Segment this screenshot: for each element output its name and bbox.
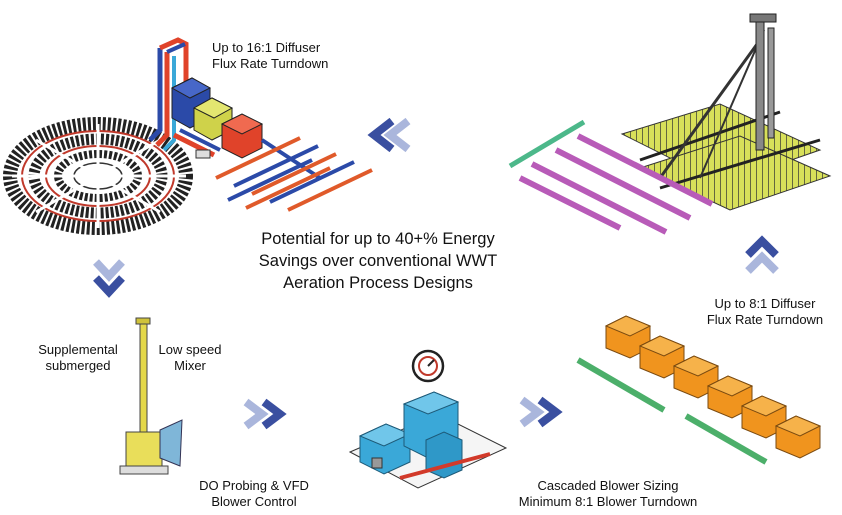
cascade-caption: Cascaded Blower Sizing Minimum 8:1 Blowe… [498,478,718,510]
circular-diffuser-grid [3,117,193,235]
top-diffuser-line1: Up to 16:1 Diffuser [212,40,321,55]
cascaded-blowers [576,315,822,465]
purple-diffuser-laterals [508,119,714,235]
supplemental-line2: submerged [45,358,111,373]
mixer-line2: Mixer [174,358,206,373]
chevron-left-icon [367,117,411,153]
chevron-up-icon [745,235,779,274]
do-line2: Blower Control [211,494,297,509]
blower-boxes [170,77,264,159]
do-probing-caption: DO Probing & VFD Blower Control [194,478,314,510]
chevron-right-icon [519,396,563,428]
cascade-line2: Minimum 8:1 Blower Turndown [518,494,698,509]
supplemental-line1: Supplemental [38,342,118,357]
riser-piping [148,37,221,159]
manifold-pipes [215,136,373,212]
energy-savings-caption: Potential for up to 40+% Energy Savings … [228,228,528,294]
do-line1: DO Probing & VFD [199,478,309,493]
top-diffuser-line2: Flux Rate Turndown [212,56,329,71]
supplemental-caption: Supplemental submerged [24,342,132,374]
blower-station [348,391,508,489]
right-diffuser-line1: Up to 8:1 Diffuser [714,296,816,311]
cascade-line1: Cascaded Blower Sizing [537,478,679,493]
right-diffuser-line2: Flux Rate Turndown [706,312,824,327]
center-line3: Aeration Process Designs [283,274,473,292]
center-line1: Potential for up to 40+% Energy [261,230,495,248]
chevron-down-icon [93,259,125,298]
gauge-icon [411,349,445,383]
center-line2: Savings over conventional WWT [258,252,498,270]
mixer-caption: Low speed Mixer [150,342,230,374]
chevron-right-icon [243,398,287,430]
mixer-line1: Low speed [158,342,222,357]
top-diffuser-caption: Up to 16:1 Diffuser Flux Rate Turndown [212,40,328,72]
grid-diffuser-frame [620,13,832,211]
low-speed-mixer [119,317,183,475]
right-diffuser-caption: Up to 8:1 Diffuser Flux Rate Turndown [694,296,836,328]
